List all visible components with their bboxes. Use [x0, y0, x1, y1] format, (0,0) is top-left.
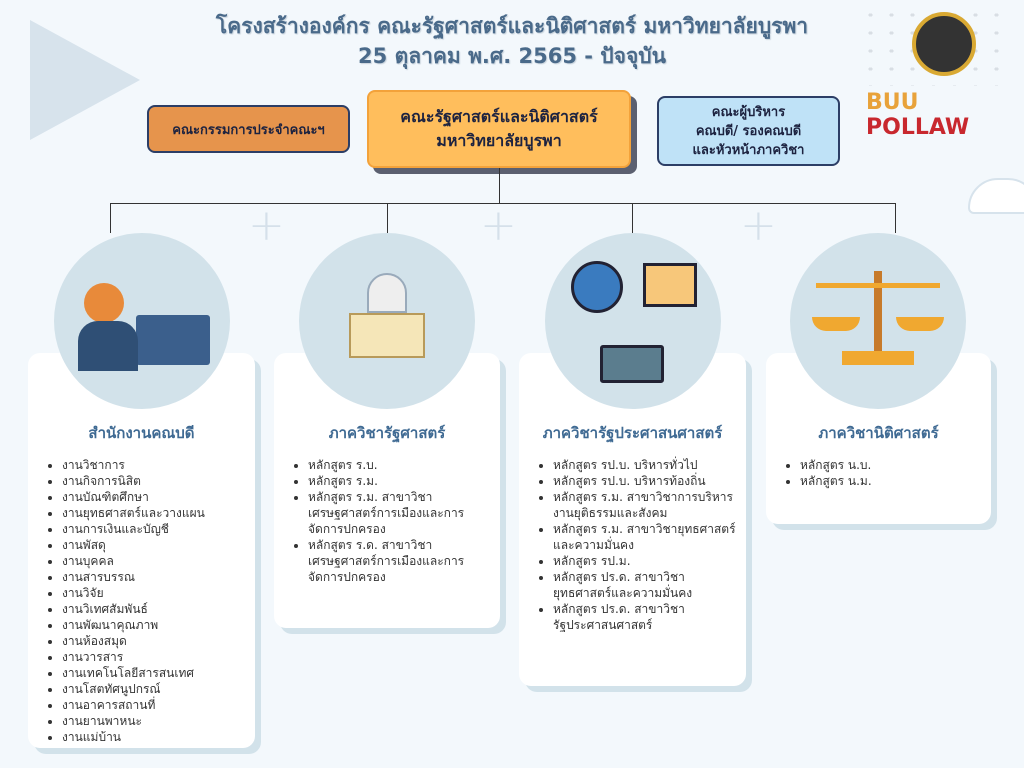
unit-list-item: หลักสูตร ร.ม. สาขาวิชาเศรษฐศาสตร์การเมือ… [308, 489, 492, 537]
committee-label: คณะกรรมการประจำคณะฯ [172, 122, 325, 138]
scales-of-justice-icon [790, 233, 966, 409]
unit-list-item: หลักสูตร ร.ม. สาขาวิชายุทธศาสตร์และความม… [553, 521, 738, 553]
university-seal-icon [912, 12, 976, 76]
unit-list-item: งานบุคคล [62, 553, 247, 569]
unit-list-item: หลักสูตร ร.ม. [308, 473, 492, 489]
unit-list-item: งานวิชาการ [62, 457, 247, 473]
unit-list: หลักสูตร น.บ.หลักสูตร น.ม. [774, 457, 983, 489]
unit-list-item: งานเทคโนโลยีสารสนเทศ [62, 665, 247, 681]
unit-title: ภาควิชารัฐศาสตร์ [328, 424, 446, 442]
unit-list: หลักสูตร ร.บ.หลักสูตร ร.ม.หลักสูตร ร.ม. … [282, 457, 492, 585]
connector [632, 203, 633, 233]
logo-buu: BUU [866, 90, 919, 115]
globe-book-idcard-icon [545, 233, 721, 409]
exec-line: คณะผู้บริหาร [711, 104, 786, 120]
capitol-building-icon [299, 233, 475, 409]
unit-title: สำนักงานคณบดี [88, 424, 195, 442]
connector [110, 203, 896, 204]
unit-list-item: งานการเงินและบัญชี [62, 521, 247, 537]
unit-list-item: หลักสูตร น.บ. [800, 457, 983, 473]
office-worker-illustration-icon [54, 233, 230, 409]
unit-list-item: งานยุทธศาสตร์และวางแผน [62, 505, 247, 521]
decor-plus: + [740, 200, 777, 251]
decor-plus: + [248, 200, 285, 251]
page-subtitle: 25 ตุลาคม พ.ศ. 2565 - ปัจจุบัน [358, 44, 666, 68]
connector [895, 203, 896, 233]
exec-line: และหัวหน้าภาควิชา [692, 142, 805, 158]
logo-pollaw: POLLAW [866, 115, 970, 140]
unit-list-item: หลักสูตร น.ม. [800, 473, 983, 489]
unit-list-item: หลักสูตร ร.ม. สาขาวิชาการบริหารงานยุติธร… [553, 489, 738, 521]
unit-list-item: งานวารสาร [62, 649, 247, 665]
unit-list-item: งานกิจการนิสิต [62, 473, 247, 489]
unit-list: งานวิชาการงานกิจการนิสิตงานบัณฑิตศึกษางา… [36, 457, 247, 745]
exec-line: คณบดี/ รองคณบดี [695, 123, 802, 139]
unit-list-item: หลักสูตร รป.บ. บริหารทั่วไป [553, 457, 738, 473]
unit-title: ภาควิชานิติศาสตร์ [818, 424, 939, 442]
executive-box: คณะผู้บริหาร คณบดี/ รองคณบดี และหัวหน้าภ… [657, 96, 840, 166]
unit-list-item: งานยานพาหนะ [62, 713, 247, 729]
connector [499, 168, 500, 204]
unit-card-dean-office: สำนักงานคณบดี งานวิชาการงานกิจการนิสิตงา… [28, 353, 255, 748]
unit-list-item: งานบัณฑิตศึกษา [62, 489, 247, 505]
unit-list-item: งานอาคารสถานที่ [62, 697, 247, 713]
unit-list-item: หลักสูตร ปร.ด. สาขาวิชารัฐประศาสนศาสตร์ [553, 601, 738, 633]
unit-list-item: งานห้องสมุด [62, 633, 247, 649]
decor-cloud [968, 178, 1024, 214]
unit-list-item: งานวิเทศสัมพันธ์ [62, 601, 247, 617]
unit-list-item: งานสารบรรณ [62, 569, 247, 585]
decor-triangle [30, 20, 140, 140]
unit-list-item: หลักสูตร รป.ม. [553, 553, 738, 569]
connector [110, 203, 111, 233]
unit-list-item: หลักสูตร ร.บ. [308, 457, 492, 473]
university-name: มหาวิทยาลัยบูรพา [436, 131, 562, 150]
unit-list-item: หลักสูตร ปร.ด. สาขาวิชายุทธศาสตร์และความ… [553, 569, 738, 601]
committee-box: คณะกรรมการประจำคณะฯ [147, 105, 350, 153]
unit-list-item: งานวิจัย [62, 585, 247, 601]
unit-list-item: หลักสูตร รป.บ. บริหารท้องถิ่น [553, 473, 738, 489]
page-title: โครงสร้างองค์กร คณะรัฐศาสตร์และนิติศาสตร… [215, 14, 809, 38]
connector [387, 203, 388, 233]
faculty-name: คณะรัฐศาสตร์และนิติศาสตร์ [400, 107, 598, 126]
unit-list-item: งานแม่บ้าน [62, 729, 247, 745]
unit-list: หลักสูตร รป.บ. บริหารทั่วไปหลักสูตร รป.บ… [527, 457, 738, 633]
unit-list-item: งานพัฒนาคุณภาพ [62, 617, 247, 633]
decor-plus: + [480, 200, 517, 251]
unit-list-item: หลักสูตร ร.ด. สาขาวิชาเศรษฐศาสตร์การเมือ… [308, 537, 492, 585]
unit-list-item: งานพัสดุ [62, 537, 247, 553]
unit-title: ภาควิชารัฐประศาสนศาสตร์ [542, 424, 723, 442]
faculty-box: คณะรัฐศาสตร์และนิติศาสตร์ มหาวิทยาลัยบูร… [367, 90, 631, 168]
unit-list-item: งานโสตทัศนูปกรณ์ [62, 681, 247, 697]
